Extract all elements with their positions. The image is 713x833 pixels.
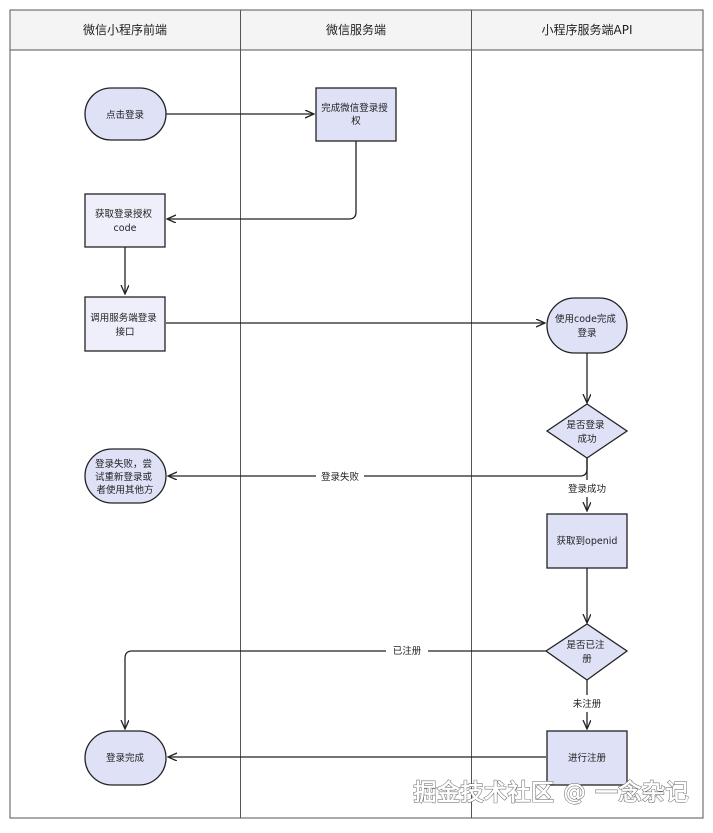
svg-text:是否登录 成功: 是否登录 成功 xyxy=(566,420,607,445)
svg-text:使用code完成 登录: 使用code完成 登录 xyxy=(555,313,619,339)
node-get-openid xyxy=(546,513,628,569)
watermark-text: 掘金技术社区 @ 一念杂记 xyxy=(413,779,689,806)
node-login-done xyxy=(84,730,167,786)
node-label-do-register: 进行注册 xyxy=(568,752,607,764)
node-label-login-done: 登录完成 xyxy=(106,752,145,764)
svg-text:点击登录: 点击登录 xyxy=(106,109,145,121)
node-label-get-openid: 获取到openid xyxy=(557,535,618,547)
svg-text:进行注册: 进行注册 xyxy=(568,752,607,764)
node-label-login-fail: 者使用其他方 xyxy=(96,484,153,496)
svg-text:获取到openid: 获取到openid xyxy=(557,535,618,547)
node-label-login-check: 成功 xyxy=(577,433,596,445)
node-label-wechat-auth: 完成微信登录授 xyxy=(321,102,388,114)
node-label-get-code: code xyxy=(114,223,137,234)
node-click-login xyxy=(84,87,167,141)
node-label-login-fail: 试重新登录或 xyxy=(95,471,153,483)
edge-registered-to-done xyxy=(125,650,546,728)
node-label-code-login: 使用code完成 xyxy=(555,313,616,325)
edge-label-registered: 已注册 xyxy=(393,645,422,657)
node-login-fail xyxy=(84,448,167,504)
svg-text:获取登录授权 code: 获取登录授权 code xyxy=(95,208,155,234)
node-label-code-login: 登录 xyxy=(577,328,597,339)
node-label-click-login: 点击登录 xyxy=(106,109,145,121)
node-get-code xyxy=(84,193,166,248)
node-wechat-auth xyxy=(315,87,397,142)
lane-title-api-server: 小程序服务端API xyxy=(542,22,633,37)
node-label-get-code: 获取登录授权 xyxy=(95,208,153,220)
svg-text:调用服务端登录 接口: 调用服务端登录 接口 xyxy=(90,312,160,338)
node-do-register xyxy=(546,730,628,786)
edge-label-not-registered: 未注册 xyxy=(573,698,602,710)
edge-label-success: 登录成功 xyxy=(568,483,606,495)
lane-title-wechat-server: 微信服务端 xyxy=(326,22,386,37)
node-login-check xyxy=(545,403,629,459)
svg-text:完成微信登录授 权: 完成微信登录授 权 xyxy=(321,102,391,127)
node-label-registered-check: 是否已注 xyxy=(566,639,605,651)
svg-text:是否已注 册: 是否已注 册 xyxy=(566,639,607,665)
node-label-call-api: 接口 xyxy=(115,326,134,338)
node-label-login-check: 是否登录 xyxy=(566,420,605,431)
svg-text:登录失败，尝 试重新登录或 者使用其他方: 登录失败，尝 试重新登录或 者使用其他方 xyxy=(95,458,155,496)
edge-auth-to-code xyxy=(168,141,357,219)
svg-text:登录完成: 登录完成 xyxy=(106,752,145,764)
node-label-registered-check: 册 xyxy=(582,654,592,665)
node-code-login xyxy=(546,297,628,354)
node-label-call-api: 调用服务端登录 xyxy=(90,312,157,324)
lane-title-frontend: 微信小程序前端 xyxy=(83,22,167,37)
node-registered-check xyxy=(544,623,629,681)
node-label-login-fail: 登录失败，尝 xyxy=(95,458,152,470)
node-label-wechat-auth: 权 xyxy=(351,115,361,127)
edge-label-fail: 登录失败 xyxy=(321,471,360,483)
node-call-api xyxy=(84,296,166,352)
